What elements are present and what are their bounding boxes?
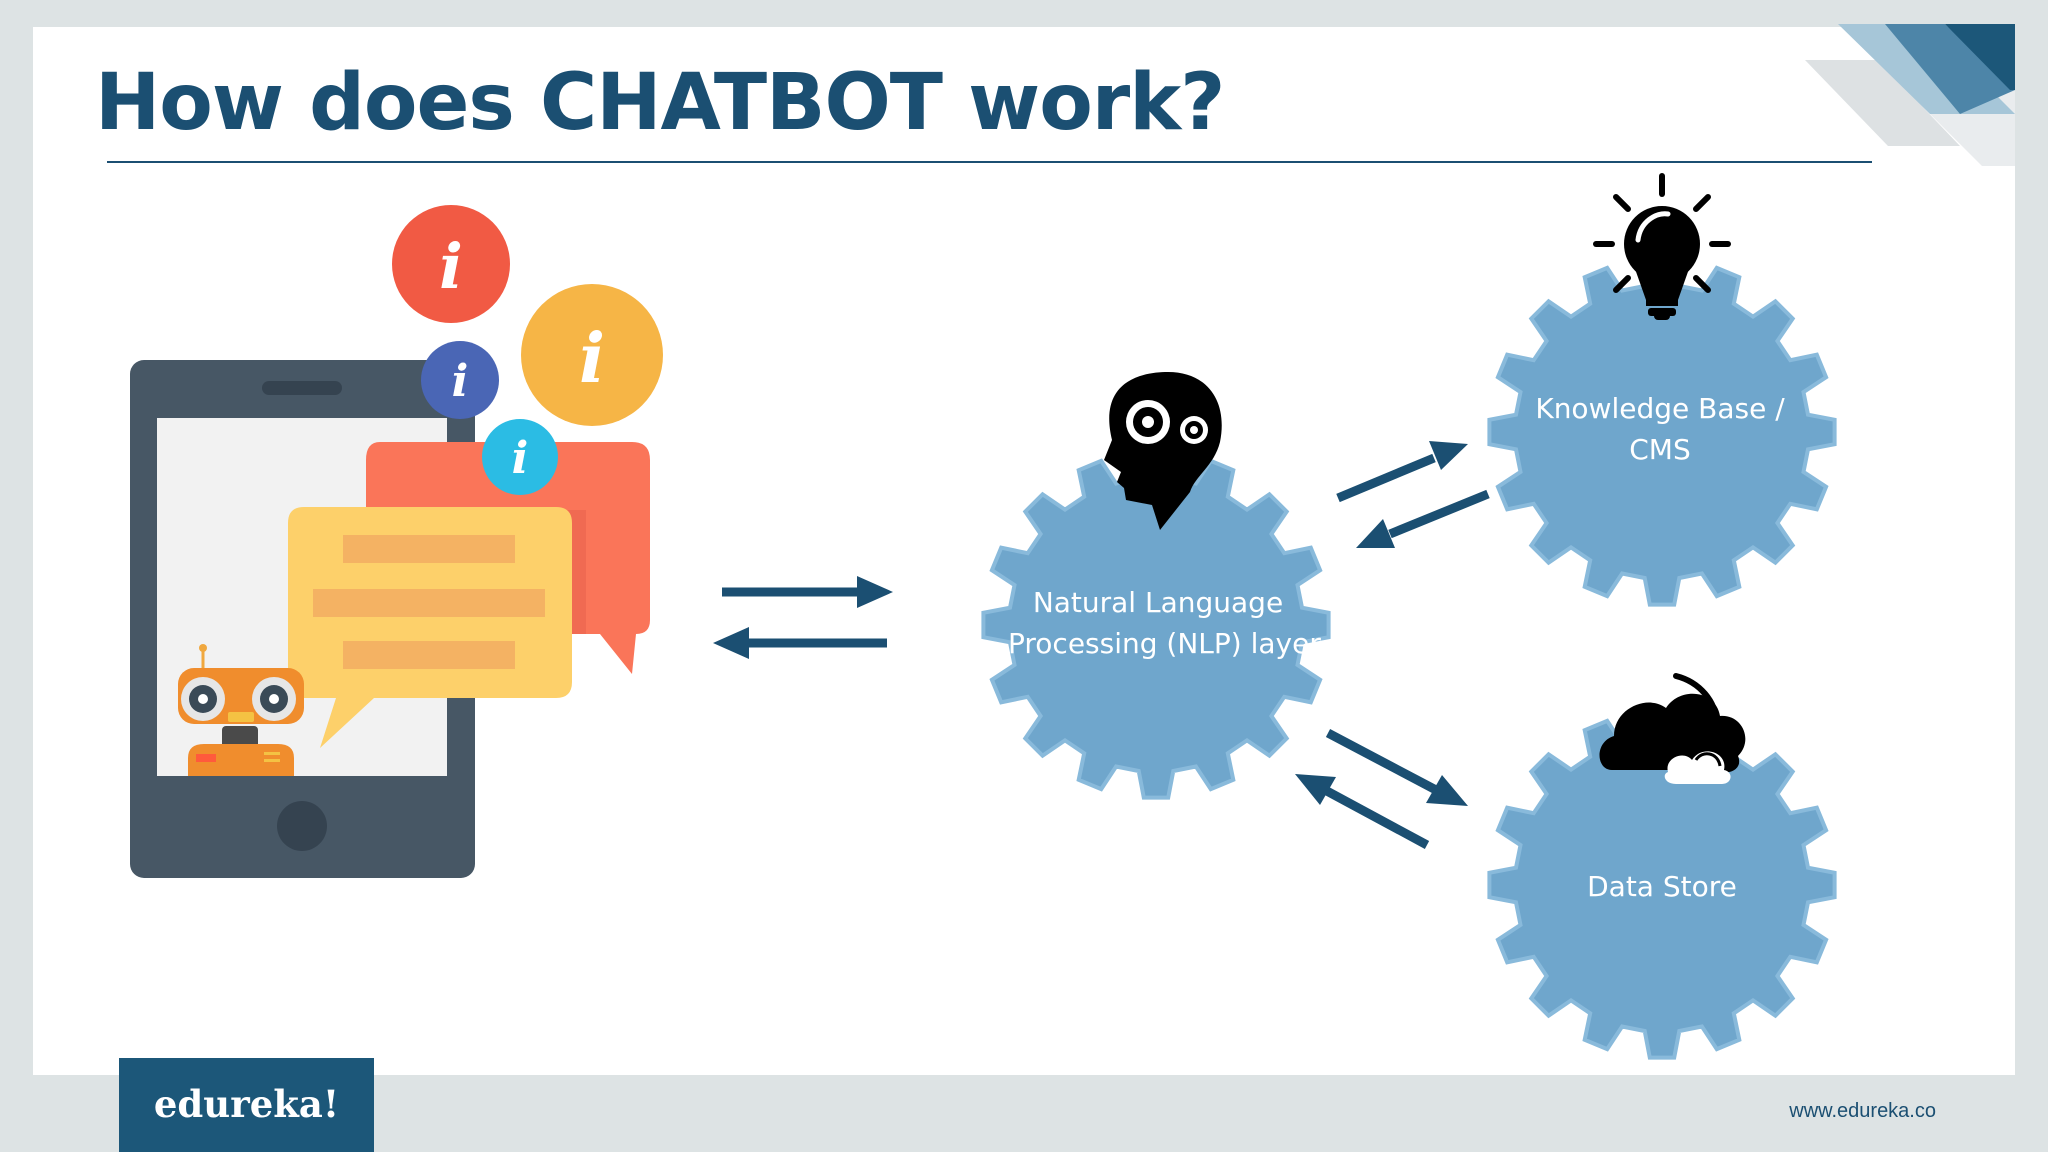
info-badge-icon: i	[421, 341, 499, 419]
svg-text:i: i	[439, 230, 463, 303]
footer-url: www.edureka.co	[1789, 1100, 1936, 1122]
arrow-to-knowledge-base	[1336, 441, 1468, 503]
logo-text: edureka!	[153, 1082, 340, 1126]
arrow-to-data-store	[1325, 729, 1468, 806]
nlp-label-line1: Natural Language	[1032, 586, 1284, 619]
svg-text:i: i	[512, 433, 529, 484]
gear-knowledge-base	[1487, 257, 1837, 607]
arrow-left	[713, 627, 887, 659]
gear-data-store	[1487, 710, 1837, 1060]
info-badge-icon: i	[392, 205, 510, 323]
svg-text:i: i	[579, 319, 605, 399]
arrow-from-knowledge-base	[1356, 489, 1490, 548]
chat-bubble-icon	[288, 507, 572, 748]
nlp-label-line2: Processing (NLP) layer	[1008, 627, 1321, 660]
knowledge-base-label: Knowledge Base / CMS	[1530, 388, 1790, 470]
arrow-right	[722, 576, 893, 608]
head-gears-icon	[1104, 372, 1222, 530]
edureka-logo: edureka!	[119, 1058, 374, 1152]
cloud-icon	[1599, 673, 1746, 784]
info-badge-icon: i	[521, 284, 663, 426]
nlp-label: Natural Language Processing (NLP) layer	[1008, 582, 1321, 664]
info-badge-icon: i	[482, 419, 558, 495]
gear-nlp	[981, 450, 1331, 800]
lightbulb-icon	[1593, 173, 1731, 320]
knowledge-base-label-line2: CMS	[1629, 433, 1691, 466]
arrow-from-data-store	[1295, 774, 1430, 849]
data-store-label: Data Store	[1542, 866, 1782, 907]
knowledge-base-label-line1: Knowledge Base /	[1535, 392, 1785, 425]
page-title: How does CHATBOT work?	[95, 58, 1225, 148]
robot-icon	[178, 644, 304, 776]
data-store-label-text: Data Store	[1587, 870, 1737, 903]
corner-stripes	[1805, 24, 2015, 166]
svg-text:i: i	[452, 356, 469, 407]
